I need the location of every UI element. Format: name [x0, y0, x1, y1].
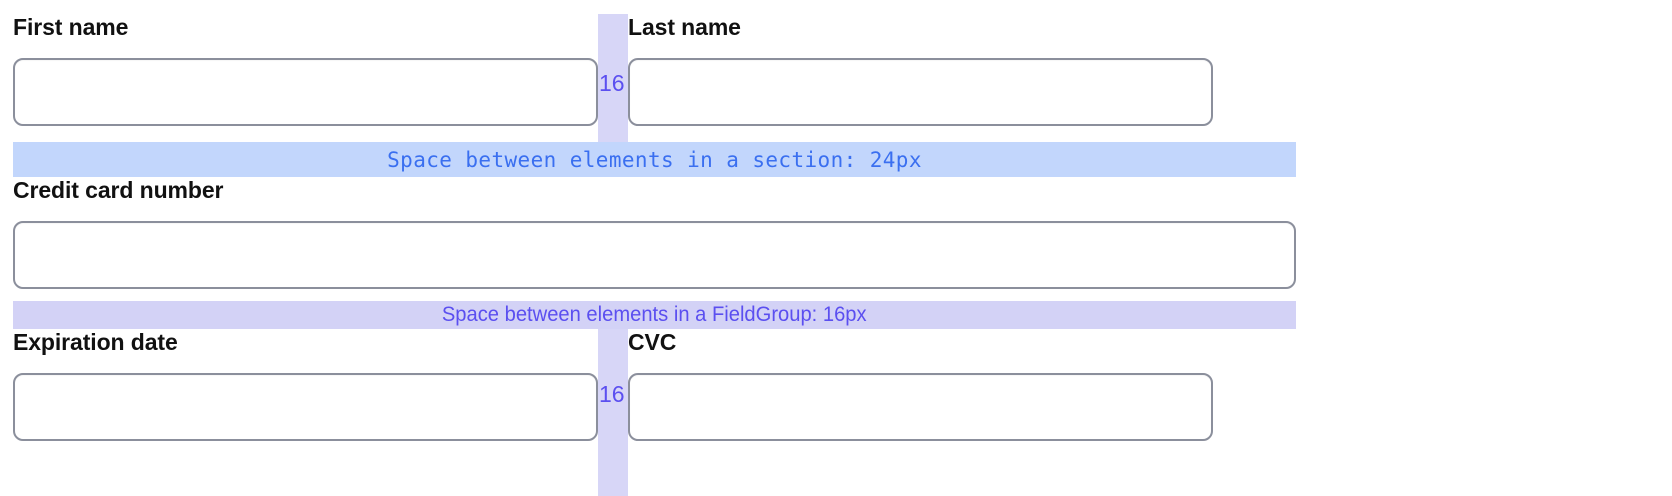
- column-gap-label-names: 16: [599, 70, 625, 96]
- label-cvc: CVC: [628, 329, 677, 355]
- field-row-credit-card: Credit card number: [13, 177, 1296, 295]
- label-credit-card-number: Credit card number: [13, 177, 224, 203]
- annotation-band-section-label: Space between elements in a section: 24p…: [387, 147, 922, 172]
- field-first-name: First name: [13, 14, 598, 142]
- field-cvc: CVC: [628, 329, 1213, 496]
- column-gap-band-names: 16: [598, 14, 628, 142]
- field-row-names: First name 16 Last name: [13, 14, 1296, 142]
- field-credit-card-number: Credit card number: [13, 177, 1296, 295]
- label-first-name: First name: [13, 14, 129, 40]
- input-credit-card-number[interactable]: [13, 221, 1296, 289]
- annotation-band-fieldgroup: Space between elements in a FieldGroup: …: [13, 301, 1296, 329]
- input-first-name[interactable]: [13, 58, 598, 126]
- label-expiration-date: Expiration date: [13, 329, 178, 355]
- field-last-name: Last name: [628, 14, 1213, 142]
- field-expiration-date: Expiration date: [13, 329, 598, 496]
- form-area: First name 16 Last name Space between el…: [13, 0, 1296, 496]
- input-expiration-date[interactable]: [13, 373, 598, 441]
- annotation-band-section: Space between elements in a section: 24p…: [13, 142, 1296, 177]
- annotation-band-fieldgroup-label: Space between elements in a FieldGroup: …: [442, 303, 867, 326]
- field-row-expiry: Expiration date 16 CVC: [13, 329, 1296, 496]
- input-cvc[interactable]: [628, 373, 1213, 441]
- input-last-name[interactable]: [628, 58, 1213, 126]
- label-last-name: Last name: [628, 14, 741, 40]
- column-gap-band-expiry: 16: [598, 329, 628, 496]
- column-gap-label-expiry: 16: [599, 381, 625, 407]
